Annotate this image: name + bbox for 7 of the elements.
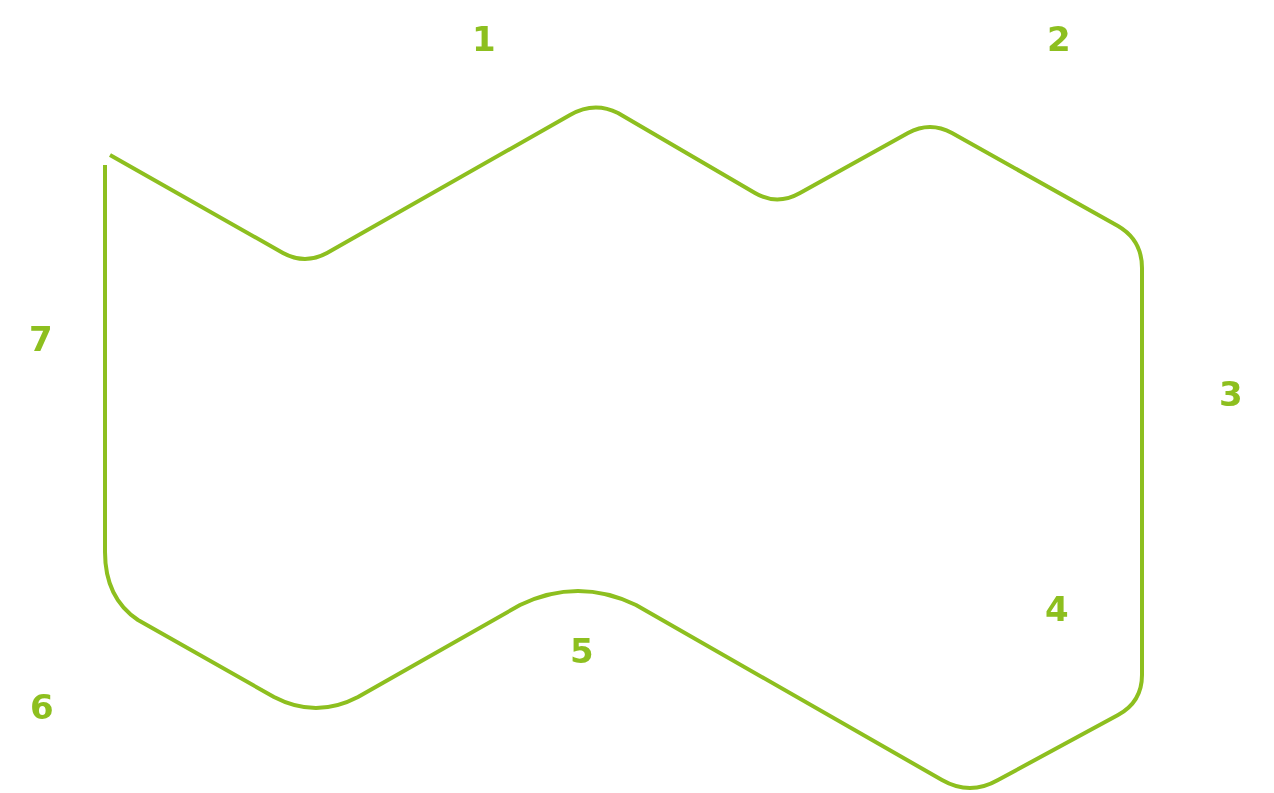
callout-number: 4 (1045, 592, 1069, 626)
callout-number: 3 (1219, 377, 1243, 411)
callout-number: 5 (570, 634, 594, 668)
callout-number: 2 (1047, 22, 1071, 56)
callout-number: 6 (30, 690, 54, 724)
callout-number: 1 (472, 22, 496, 56)
callout-number: 7 (29, 322, 53, 356)
